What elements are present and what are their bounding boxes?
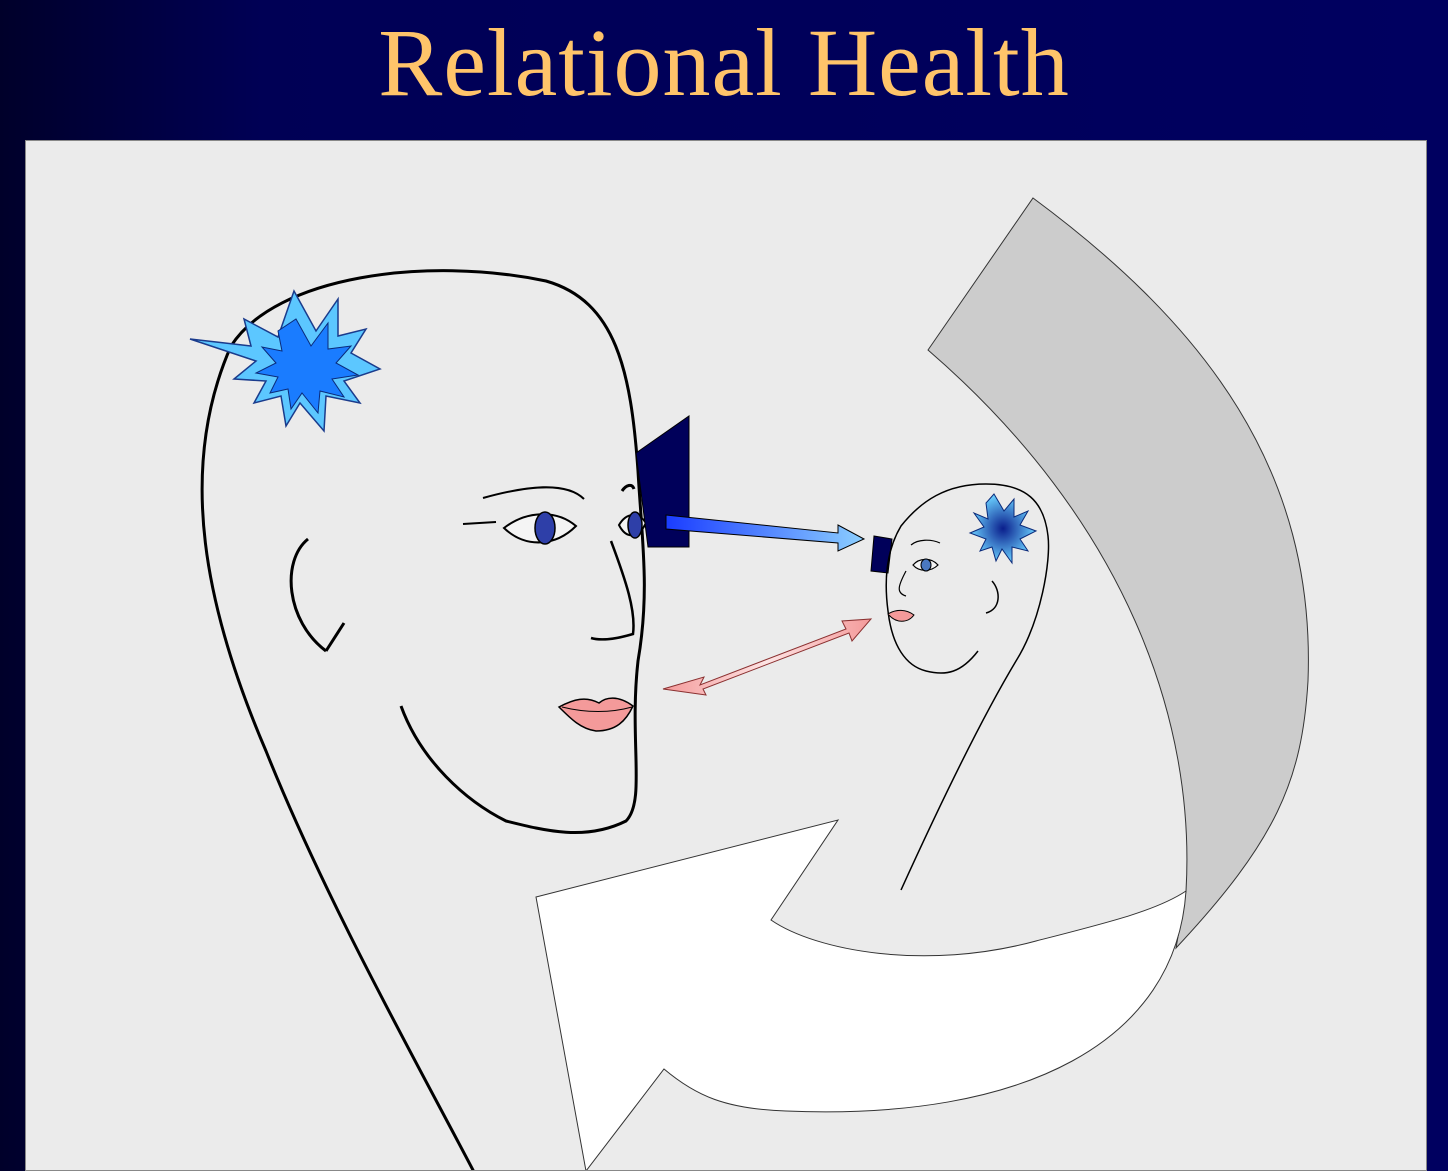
slide-title: Relational Health bbox=[0, 8, 1448, 118]
relational-health-diagram bbox=[26, 141, 1427, 1171]
infant-iris bbox=[921, 559, 931, 571]
adult-eyebrow-right bbox=[622, 485, 634, 491]
speech-arrow-icon bbox=[663, 619, 871, 695]
return-arrow-front-band bbox=[536, 820, 1186, 1171]
adult-spark-icon bbox=[190, 291, 380, 431]
return-arrow-icon bbox=[536, 198, 1308, 1171]
infant-lips bbox=[888, 610, 914, 621]
infant-nose bbox=[899, 571, 906, 596]
adult-lips bbox=[559, 698, 633, 731]
gaze-arrow-icon bbox=[666, 515, 864, 551]
infant-spark-icon bbox=[970, 494, 1036, 563]
infant-ear bbox=[986, 581, 998, 613]
infant-eyebrow bbox=[911, 540, 940, 545]
adult-nose bbox=[591, 541, 634, 639]
adult-eyebrow-left bbox=[483, 487, 584, 499]
adult-lash-line bbox=[463, 522, 496, 524]
adult-iris-right bbox=[628, 512, 642, 538]
adult-iris-left bbox=[535, 512, 555, 544]
return-arrow-back-band bbox=[928, 198, 1308, 948]
diagram-panel bbox=[25, 140, 1427, 1171]
adult-ear bbox=[291, 539, 344, 651]
